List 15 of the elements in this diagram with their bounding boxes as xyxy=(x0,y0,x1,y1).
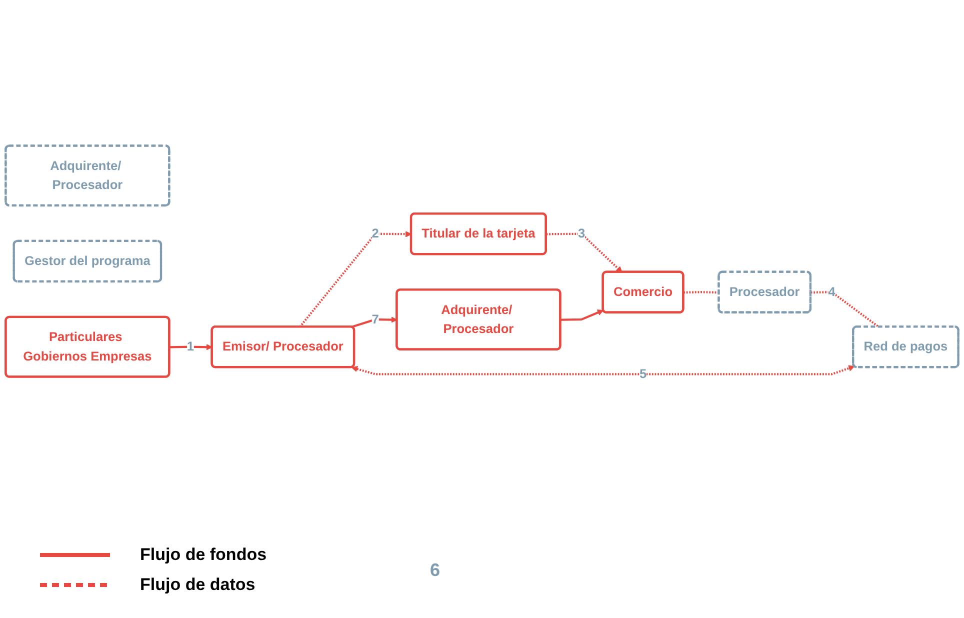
step-number: 6 xyxy=(430,560,440,581)
arrow xyxy=(560,310,604,322)
edge-label: 3 xyxy=(578,226,586,241)
legend-text: Flujo de fondos xyxy=(140,545,267,565)
arrow xyxy=(351,365,855,376)
edge-label: 5 xyxy=(639,366,647,382)
arrow xyxy=(546,233,622,273)
edge-label: 1 xyxy=(186,340,194,354)
legend-text: Flujo de datos xyxy=(140,575,256,595)
edge-label: 4 xyxy=(828,284,836,300)
arrow xyxy=(170,344,212,350)
edge-label: 7 xyxy=(372,312,379,326)
arrow xyxy=(299,231,412,328)
arrow xyxy=(351,316,398,328)
edge-label: 2 xyxy=(372,226,379,241)
